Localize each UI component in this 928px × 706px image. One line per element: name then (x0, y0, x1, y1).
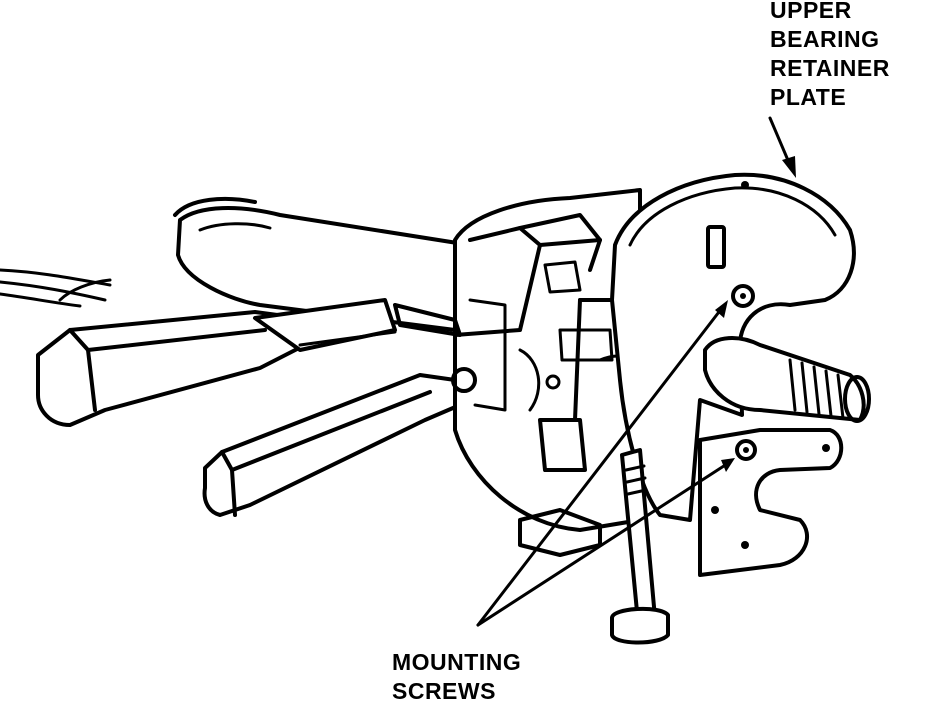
label-line: BEARING (770, 26, 880, 52)
turn-signal-lever (36, 298, 397, 427)
lower-lever (202, 373, 462, 517)
upper-bearing-retainer-plate-label: UPPER BEARING RETAINER PLATE (770, 0, 890, 112)
steering-shaft (703, 336, 871, 423)
lock-bracket (698, 428, 844, 577)
label-line: PLATE (770, 84, 847, 110)
leader-lines (476, 116, 796, 627)
label-line: RETAINER (770, 55, 890, 81)
label-line: SCREWS (392, 678, 496, 704)
mounting-screws-label: MOUNTING SCREWS (392, 648, 521, 706)
wire-harness (0, 268, 112, 308)
label-line: MOUNTING (392, 649, 522, 675)
label-line: UPPER (770, 0, 852, 23)
pivot-bolt (610, 448, 670, 645)
